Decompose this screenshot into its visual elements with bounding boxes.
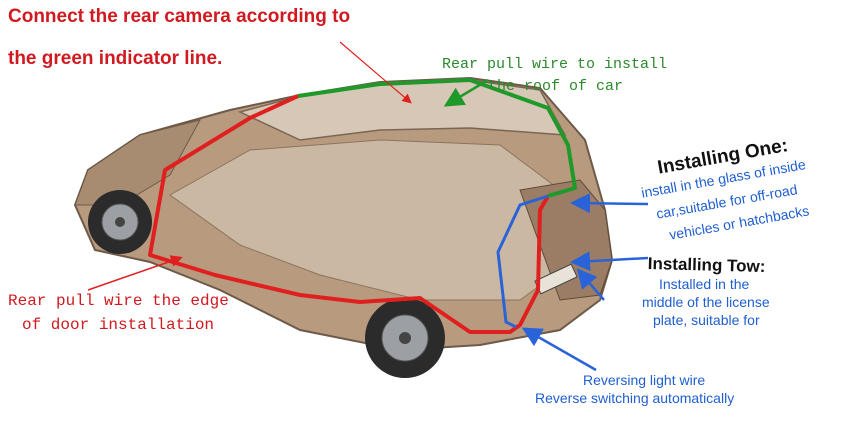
red-wire <box>148 94 550 334</box>
installing-one-arrow <box>570 193 649 214</box>
front-wheel <box>88 190 152 254</box>
installing-two-line-1: Installed in the <box>659 276 750 292</box>
rear-wheel <box>365 298 445 378</box>
door-wire-label-line-1: Rear pull wire the edge <box>8 292 229 310</box>
car-illustration <box>73 76 614 378</box>
door-arrow <box>87 255 183 291</box>
roof-wire-label-line-2: the roof of car <box>488 78 624 95</box>
installing-two-title: Installing Tow: <box>647 254 766 277</box>
heading-line-2: the green indicator line. <box>8 48 223 69</box>
reversing-arrow <box>521 327 597 372</box>
roof-arrow <box>443 78 489 107</box>
installing-two-arrow <box>570 251 649 272</box>
plate-arrow <box>576 268 605 301</box>
heading-arrow <box>339 41 412 104</box>
reversing-label-line-1: Reversing light wire <box>583 372 706 388</box>
installing-two-line-3: plate, suitable for <box>653 312 760 328</box>
installing-two-line-2: middle of the license <box>642 294 770 310</box>
door-wire-label-line-2: of door installation <box>22 316 215 334</box>
reversing-label-line-2: Reverse switching automatically <box>535 390 735 406</box>
roof-wire-label-line-1: Rear pull wire to install <box>442 56 668 73</box>
heading-line-1: Connect the rear camera according to <box>8 6 351 27</box>
blue-wire <box>496 194 549 329</box>
green-wire <box>297 78 577 198</box>
